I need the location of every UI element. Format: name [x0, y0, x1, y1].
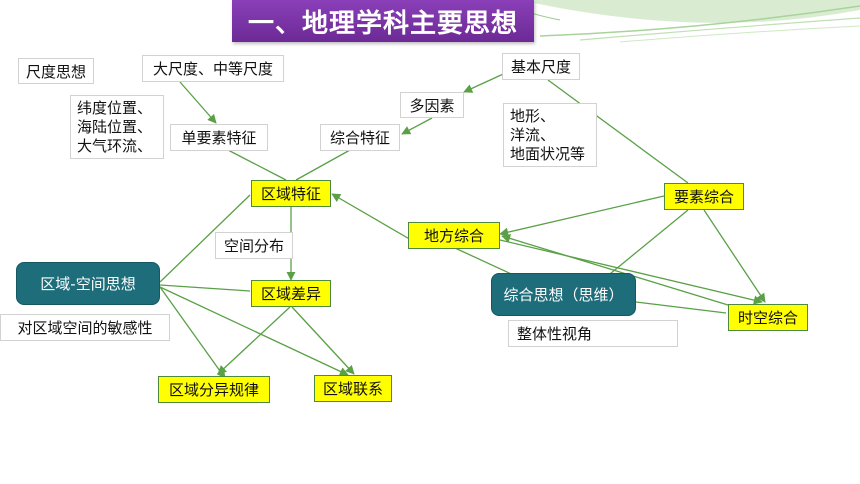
- node-regional-difference-label: 区域差异: [260, 285, 321, 303]
- node-integrated-feature-label: 综合特征: [329, 129, 390, 147]
- location-item: 海陆位置、: [77, 117, 153, 136]
- node-place-integration-label: 地方综合: [423, 227, 484, 245]
- terrain-item: 地面状况等: [510, 144, 586, 163]
- node-element-integration: 要素综合: [664, 183, 744, 210]
- node-multi-factor: 多因素: [400, 92, 464, 118]
- node-spacetime-integration-label: 时空综合: [737, 309, 798, 327]
- node-holistic-view: 整体性视角: [508, 320, 678, 347]
- node-regional-feature-label: 区域特征: [260, 185, 321, 203]
- node-large-medium-scale: 大尺度、中等尺度: [142, 55, 284, 82]
- node-place-integration: 地方综合: [408, 222, 500, 249]
- node-region-space-thinking: 区域-空间思想: [16, 262, 160, 305]
- node-scale-thinking: 尺度思想: [18, 58, 94, 84]
- node-multi-factor-label: 多因素: [409, 96, 455, 115]
- node-basic-scale-label: 基本尺度: [510, 58, 571, 76]
- location-item: 大气环流、: [77, 136, 153, 155]
- node-single-feature: 单要素特征: [170, 124, 268, 151]
- page-title: 一、地理学科主要思想: [232, 0, 534, 42]
- node-spatial-distribution-label: 空间分布: [223, 237, 284, 255]
- node-large-medium-scale-label: 大尺度、中等尺度: [152, 60, 273, 78]
- node-regional-connection: 区域联系: [314, 375, 392, 402]
- node-basic-scale: 基本尺度: [502, 53, 580, 80]
- node-regional-diff-law-label: 区域分异规律: [168, 381, 259, 399]
- node-regional-connection-label: 区域联系: [322, 380, 383, 398]
- node-integrated-feature: 综合特征: [320, 124, 400, 151]
- node-regional-difference: 区域差异: [251, 280, 331, 307]
- node-holistic-view-label: 整体性视角: [517, 325, 593, 343]
- node-element-integration-label: 要素综合: [673, 188, 734, 206]
- node-sensitivity: 对区域空间的敏感性: [0, 314, 170, 341]
- node-integrated-thinking: 综合思想（思维）: [491, 273, 636, 316]
- node-location-list: 纬度位置、 海陆位置、 大气环流、: [70, 95, 164, 159]
- location-item: 纬度位置、: [77, 98, 153, 117]
- node-spacetime-integration: 时空综合: [728, 304, 808, 331]
- node-region-space-thinking-label: 区域-空间思想: [40, 275, 136, 293]
- node-integrated-thinking-label: 综合思想（思维）: [503, 286, 624, 304]
- node-scale-thinking-label: 尺度思想: [25, 62, 86, 81]
- terrain-item: 地形、: [510, 106, 556, 125]
- terrain-item: 洋流、: [510, 125, 556, 144]
- node-terrain-list: 地形、 洋流、 地面状况等: [503, 103, 597, 167]
- node-spatial-distribution: 空间分布: [215, 232, 293, 259]
- node-sensitivity-label: 对区域空间的敏感性: [17, 319, 153, 337]
- node-regional-diff-law: 区域分异规律: [158, 376, 270, 403]
- node-regional-feature: 区域特征: [251, 180, 331, 207]
- node-single-feature-label: 单要素特征: [181, 129, 257, 147]
